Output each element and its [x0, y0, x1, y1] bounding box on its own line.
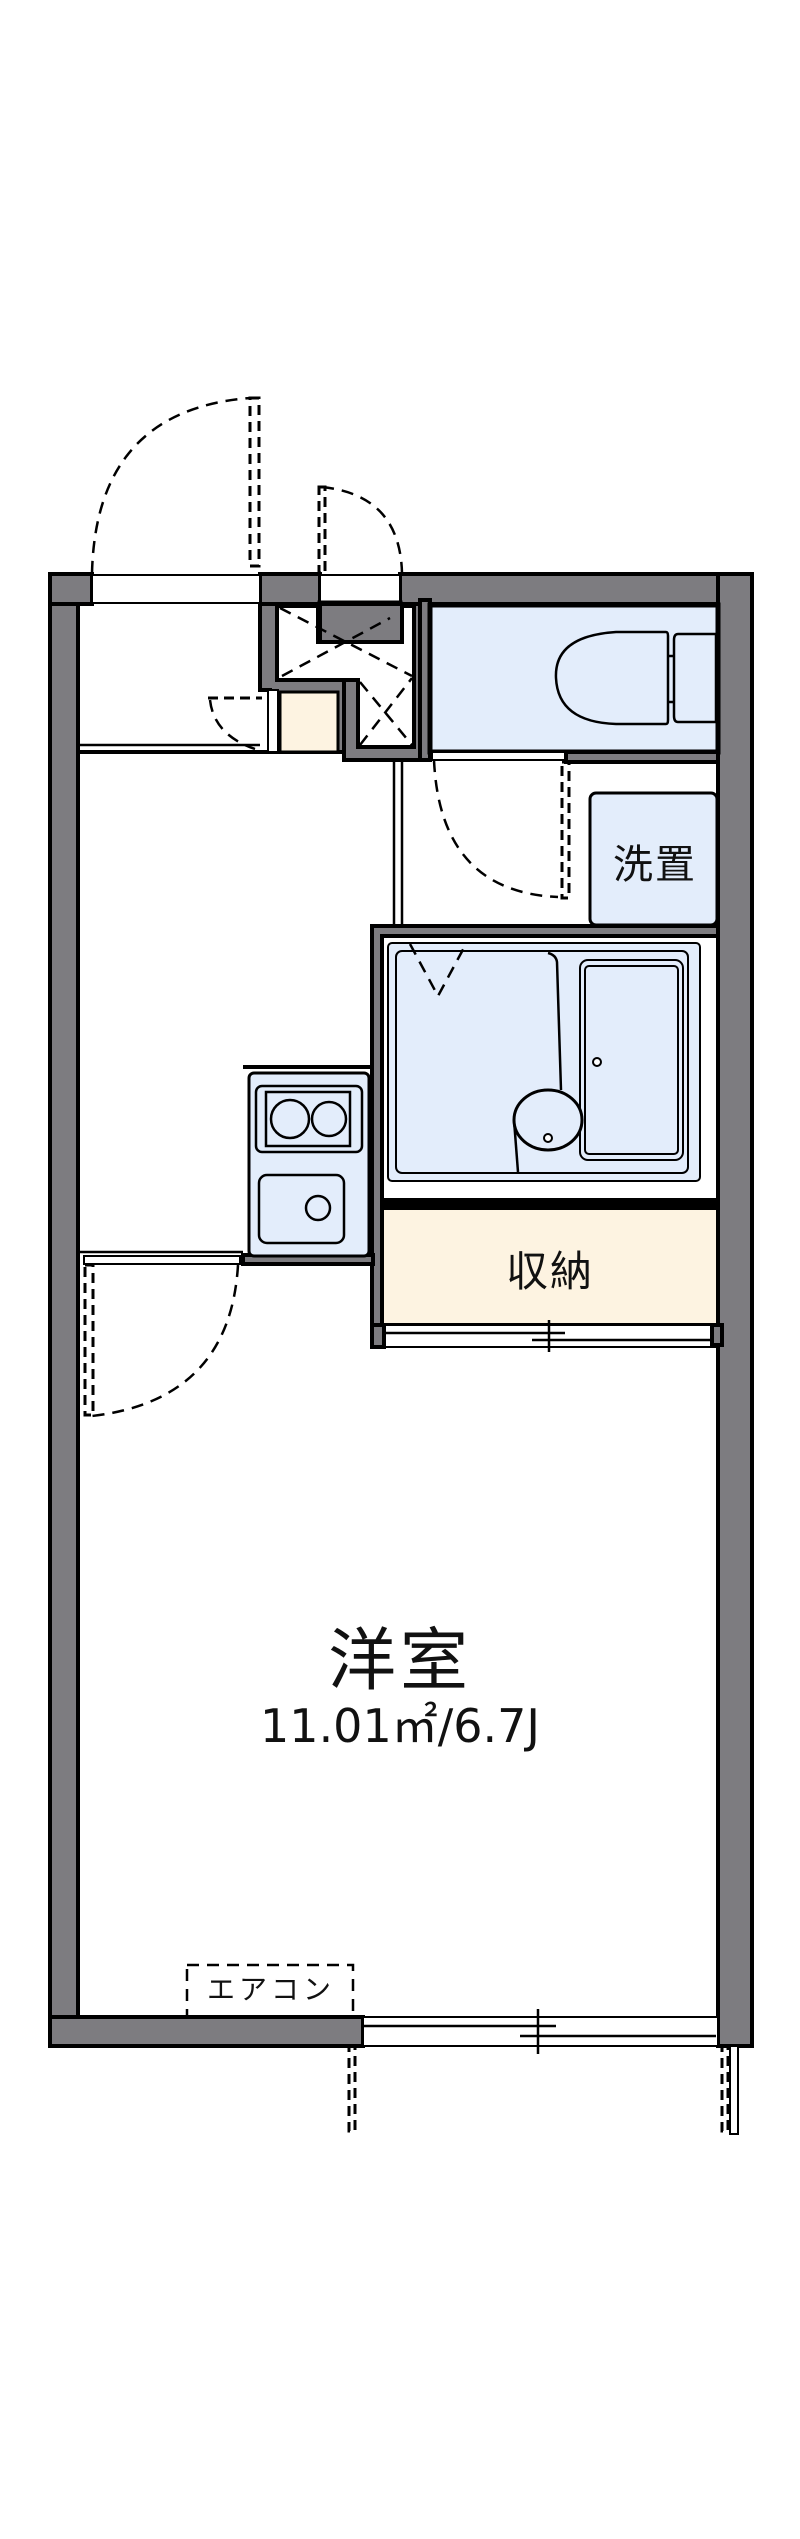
sliding-window[interactable]	[362, 2009, 719, 2054]
meter-door-swing	[317, 485, 404, 575]
storage-label: 収納	[505, 1247, 594, 1296]
unit-bath	[370, 924, 720, 1332]
toilet-room	[418, 598, 721, 762]
outer-walls	[48, 572, 754, 2048]
kitchen	[241, 1065, 375, 1266]
aircon-box	[185, 1963, 355, 2019]
entrance-door-swing	[90, 396, 261, 574]
aircon-label: エアコン	[206, 1973, 335, 2006]
shoe-cabinet	[267, 689, 340, 754]
washer-space-label: 洗置	[613, 842, 697, 888]
room-door[interactable]	[78, 1250, 243, 1418]
main-room-area: 11.01㎡/6.7J	[260, 1699, 540, 1753]
entrance-door[interactable]	[91, 574, 261, 604]
main-room-label: 洋室	[327, 1622, 472, 1701]
closet-sliding-door[interactable]	[370, 1320, 724, 1352]
